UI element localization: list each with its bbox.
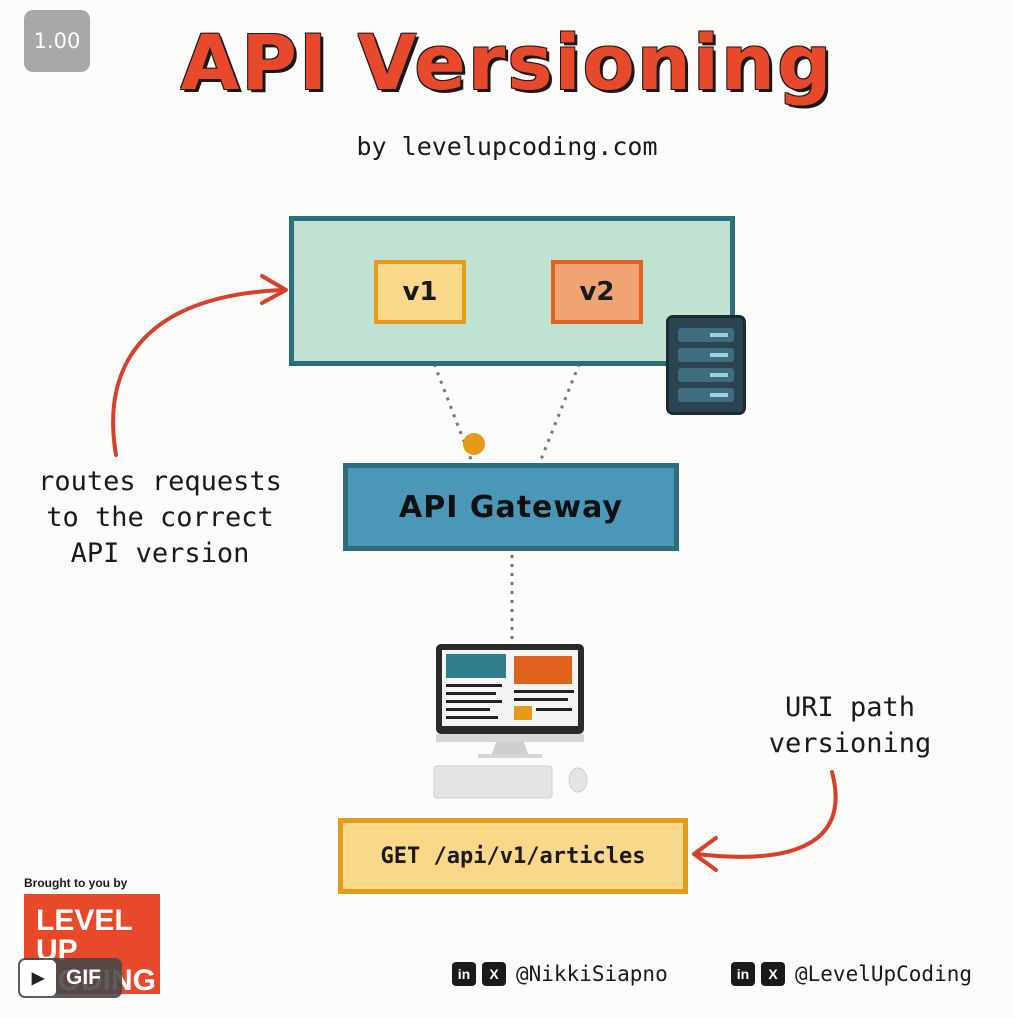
linkedin-icon[interactable]: in bbox=[731, 962, 755, 986]
api-gateway-box: API Gateway bbox=[343, 463, 679, 551]
gif-player-control[interactable]: ▶ GIF bbox=[18, 958, 122, 998]
x-icon[interactable]: X bbox=[761, 962, 785, 986]
routing-note-line: API version bbox=[70, 538, 250, 569]
gateway-arrow-head bbox=[260, 274, 288, 305]
computer-icon bbox=[433, 644, 588, 799]
version-v1-box: v1 bbox=[374, 260, 466, 324]
request-box: GET /api/v1/articles bbox=[338, 818, 688, 894]
social-levelup: in X @LevelUpCoding bbox=[731, 962, 972, 986]
routing-note: routes requests to the correct API versi… bbox=[10, 464, 310, 572]
play-icon[interactable]: ▶ bbox=[20, 960, 56, 996]
page-subtitle: by levelupcoding.com bbox=[356, 132, 658, 161]
uri-note-line: versioning bbox=[768, 728, 932, 759]
route-dot bbox=[463, 433, 485, 455]
uri-note-line: URI path bbox=[784, 692, 916, 723]
server-icon bbox=[666, 315, 746, 415]
request-arrow bbox=[694, 770, 838, 859]
server-area bbox=[289, 216, 735, 366]
brought-by-label: Brought to you by bbox=[24, 876, 128, 890]
playback-speed-badge[interactable]: 1.00 bbox=[24, 10, 90, 72]
social-handle: @LevelUpCoding bbox=[795, 962, 973, 986]
uri-versioning-note: URI path versioning bbox=[740, 690, 960, 762]
routing-note-line: routes requests bbox=[38, 466, 282, 497]
page-title: API Versioning bbox=[180, 18, 834, 107]
social-nikki: in X @NikkiSiapno bbox=[452, 962, 668, 986]
logo-line: LEVEL UP bbox=[36, 904, 133, 967]
gif-label: GIF bbox=[66, 966, 101, 989]
gateway-arrow bbox=[111, 288, 284, 457]
social-handle: @NikkiSiapno bbox=[516, 962, 668, 986]
request-arrow-head bbox=[692, 836, 718, 872]
linkedin-icon[interactable]: in bbox=[452, 962, 476, 986]
routing-note-line: to the correct bbox=[46, 502, 274, 533]
version-v2-box: v2 bbox=[551, 260, 643, 324]
x-icon[interactable]: X bbox=[482, 962, 506, 986]
